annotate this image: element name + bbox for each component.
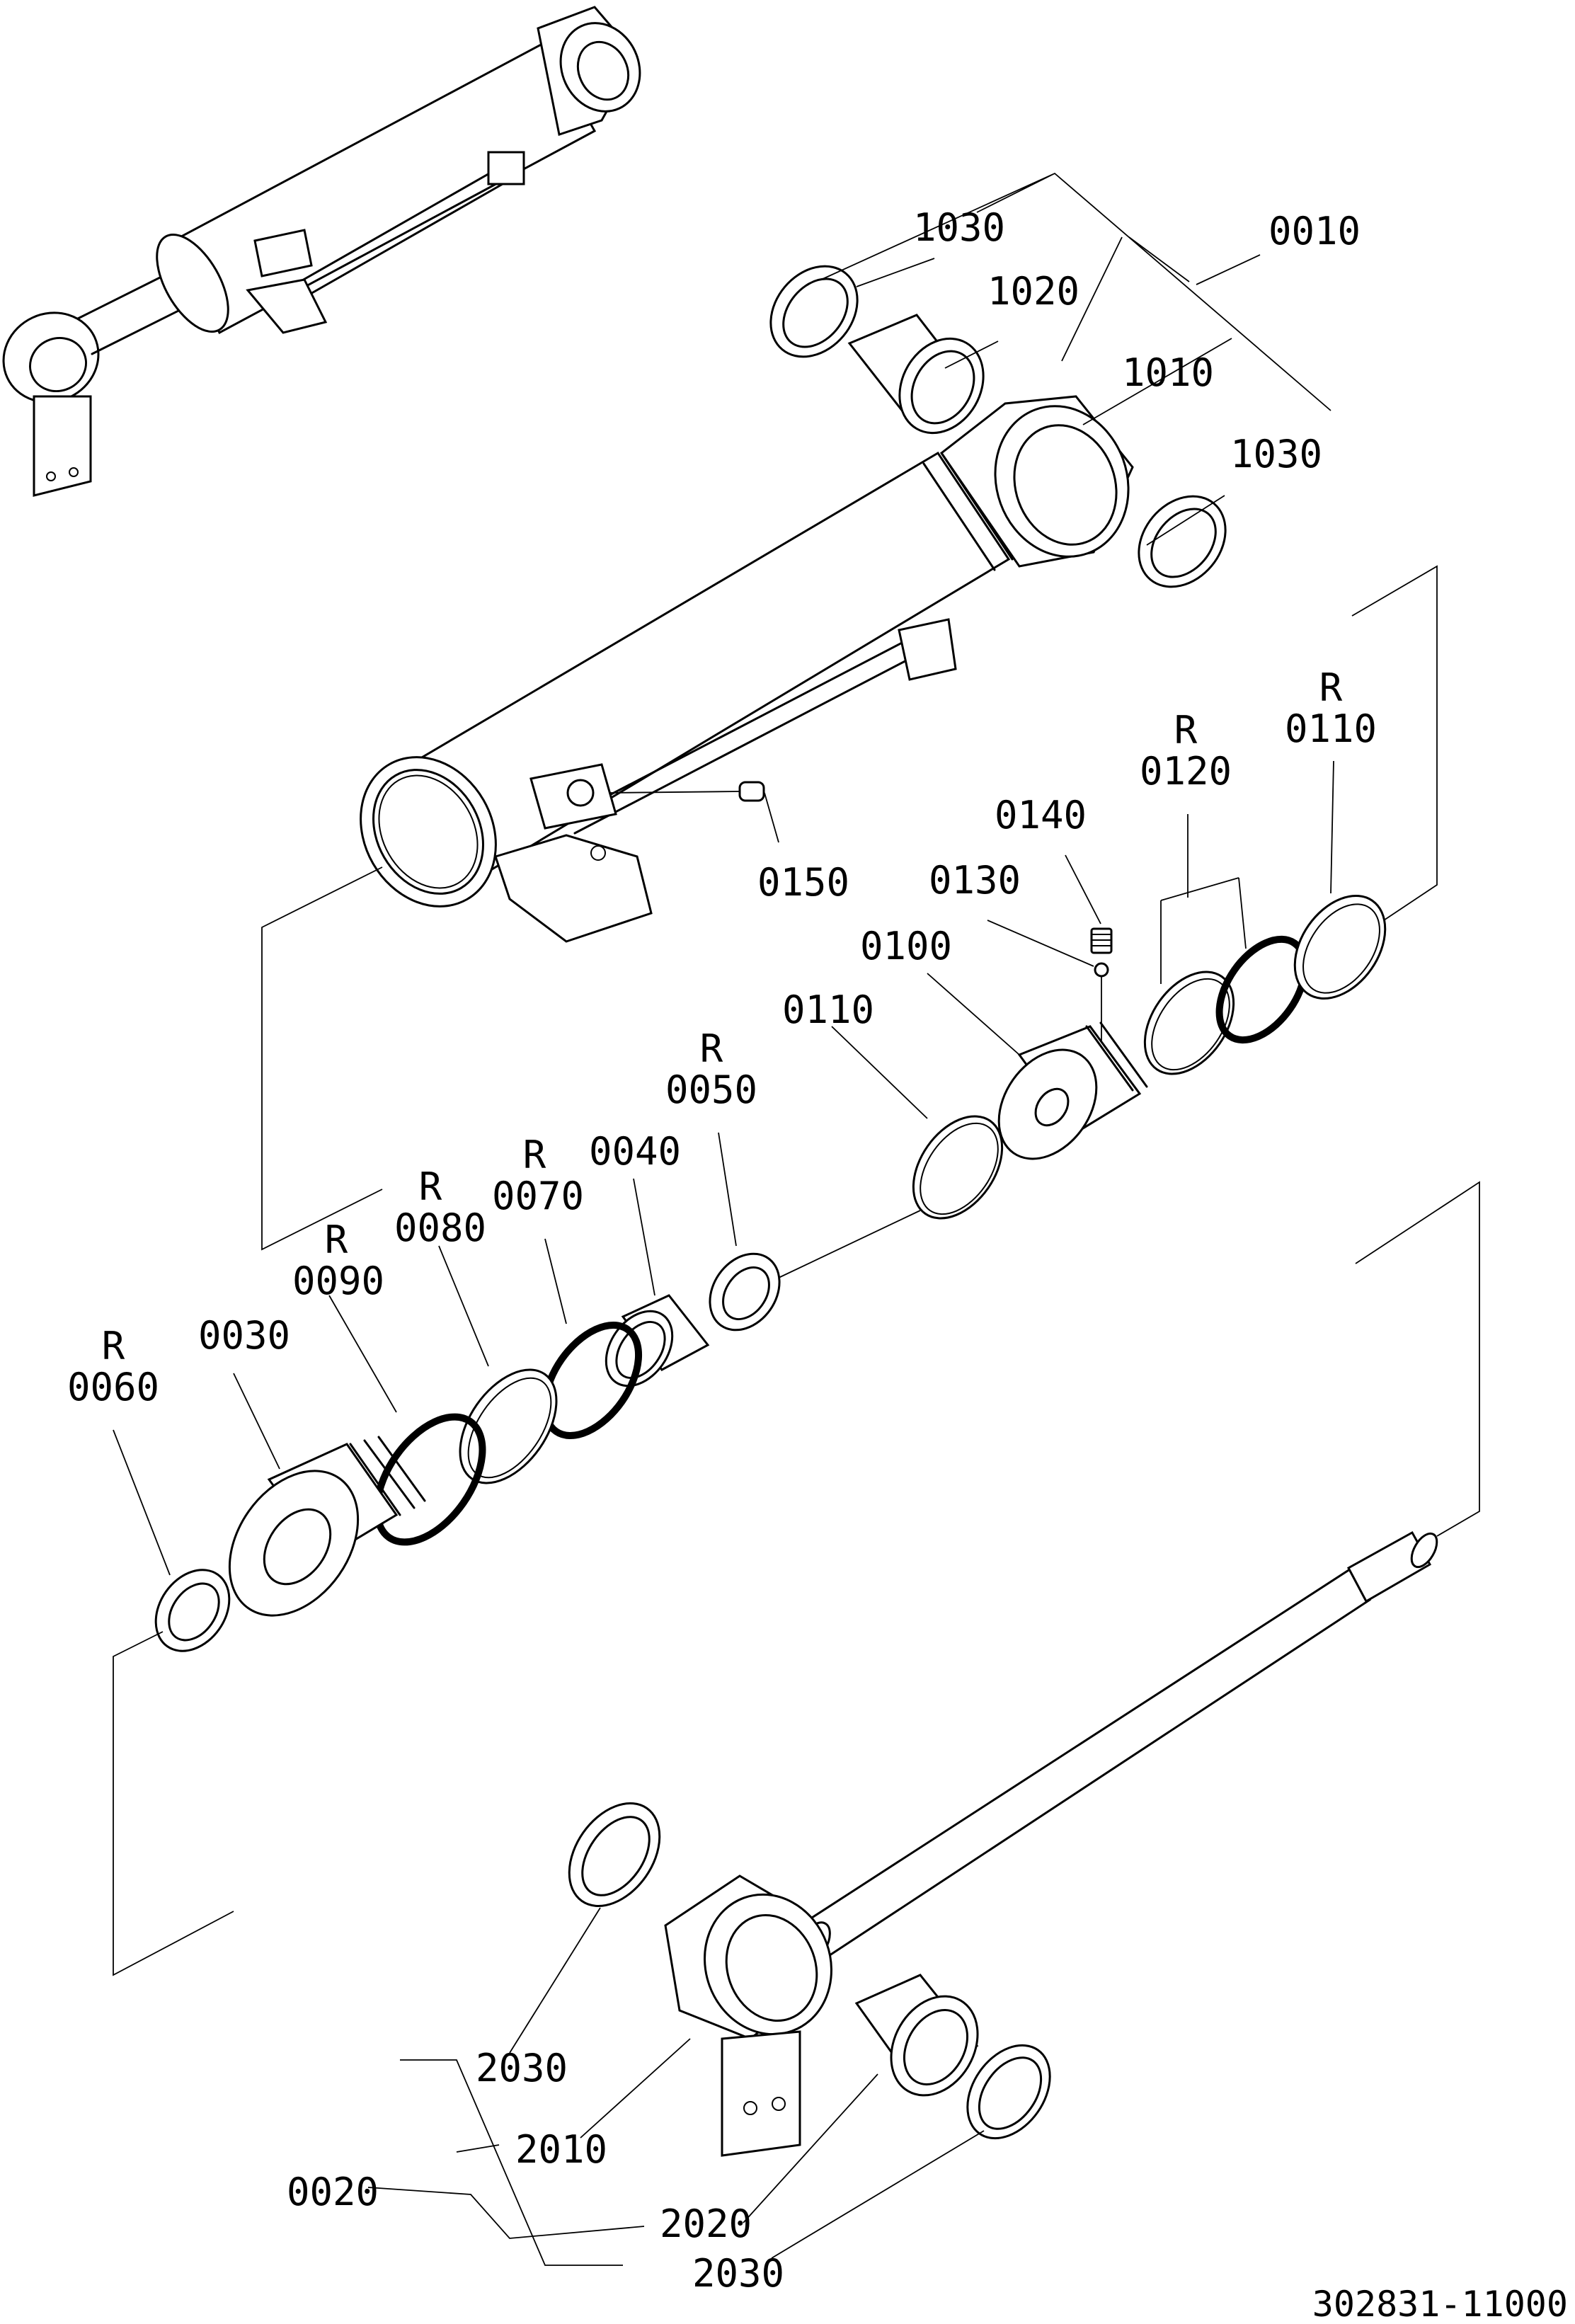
- callout-0030: 0030: [198, 1313, 290, 1358]
- seal-1030-upper: [769, 265, 859, 358]
- callout-1020: 1020: [987, 269, 1079, 314]
- callout-0020: 0020: [287, 2170, 379, 2214]
- setscrew-0140: [1090, 927, 1113, 954]
- seal-0120: [1143, 935, 1309, 1075]
- piston-rod: [664, 1530, 1438, 2157]
- callout-0150: 0150: [757, 860, 849, 905]
- piston-0100: [997, 1021, 1148, 1160]
- assembled-cylinder-thumbnail: [2, 6, 641, 497]
- callout-0040: 0040: [589, 1129, 681, 1174]
- callout-0070: R 0070: [492, 1133, 584, 1218]
- callout-0140: 0140: [995, 793, 1087, 837]
- svg-text:0130: 0130: [929, 858, 1021, 903]
- cylinder-tube: [360, 395, 1134, 943]
- bushing-2020: [854, 1974, 979, 2097]
- svg-text:0050: 0050: [665, 1067, 757, 1112]
- svg-text:0090: 0090: [292, 1259, 384, 1303]
- callout-0010: 0010: [1268, 209, 1361, 253]
- dust-seal-0060: [154, 1569, 231, 1652]
- svg-text:0020: 0020: [287, 2170, 379, 2214]
- svg-text:2010: 2010: [515, 2127, 607, 2172]
- svg-text:1020: 1020: [987, 269, 1079, 314]
- document-number: 302831-11000: [1312, 2284, 1568, 2324]
- leader-lines: [113, 172, 1480, 2266]
- seal-2030-upper: [568, 1802, 661, 1907]
- callout-0110: 0110: [782, 988, 874, 1032]
- svg-text:0120: 0120: [1140, 749, 1232, 794]
- svg-text:0060: 0060: [67, 1365, 159, 1409]
- svg-text:0010: 0010: [1268, 209, 1361, 253]
- svg-text:R: R: [523, 1133, 546, 1177]
- svg-text:R: R: [1174, 708, 1198, 752]
- oring-0070: [541, 1321, 643, 1440]
- callout-0090: R 0090: [292, 1218, 384, 1303]
- svg-text:0070: 0070: [492, 1174, 584, 1218]
- callout-0110-right: R 0110: [1285, 665, 1377, 751]
- bushing-1020: [847, 314, 985, 435]
- callout-1030-upper: 1030: [913, 205, 1005, 250]
- svg-text:R: R: [102, 1324, 125, 1368]
- svg-text:R: R: [325, 1218, 348, 1262]
- wear-ring-0110: [912, 1115, 1004, 1220]
- callout-1030-lower: 1030: [1230, 432, 1322, 476]
- callout-2030-lower: 2030: [692, 2251, 784, 2296]
- svg-text:0150: 0150: [757, 860, 849, 905]
- callout-0120: R 0120: [1140, 708, 1232, 794]
- callout-0100: 0100: [860, 924, 952, 968]
- callout-0080: R 0080: [394, 1164, 486, 1250]
- plug-0150: [738, 781, 765, 802]
- svg-text:0040: 0040: [589, 1129, 681, 1174]
- rod-cover-0030: [228, 1436, 426, 1617]
- svg-text:1030: 1030: [913, 205, 1005, 250]
- svg-text:0080: 0080: [394, 1206, 486, 1250]
- svg-text:R: R: [419, 1164, 442, 1209]
- callout-0130: 0130: [929, 858, 1021, 903]
- callout-2030-upper: 2030: [476, 2046, 568, 2090]
- svg-text:1010: 1010: [1122, 350, 1214, 395]
- bushing-0040: [605, 1294, 710, 1387]
- callout-2020: 2020: [660, 2202, 752, 2246]
- callout-2010: 2010: [515, 2127, 607, 2172]
- callout-0060: R 0060: [67, 1324, 159, 1409]
- svg-text:0030: 0030: [198, 1313, 290, 1358]
- svg-text:0100: 0100: [860, 924, 952, 968]
- seal-0050: [709, 1252, 781, 1332]
- svg-text:0110: 0110: [1285, 706, 1377, 751]
- ball-0130: [1094, 962, 1109, 978]
- svg-text:2020: 2020: [660, 2202, 752, 2246]
- svg-text:0140: 0140: [995, 793, 1087, 837]
- svg-text:2030: 2030: [476, 2046, 568, 2090]
- svg-text:R: R: [1319, 665, 1343, 710]
- oring-0090: [373, 1413, 486, 1546]
- callout-0050: R 0050: [665, 1026, 757, 1112]
- callout-1010: 1010: [1122, 350, 1214, 395]
- svg-text:1030: 1030: [1230, 432, 1322, 476]
- svg-text:0110: 0110: [782, 988, 874, 1032]
- wear-ring-0110-right: [1293, 895, 1387, 1000]
- svg-text:2030: 2030: [692, 2251, 784, 2296]
- svg-text:R: R: [700, 1026, 723, 1071]
- seal-1030-lower: [1138, 495, 1227, 588]
